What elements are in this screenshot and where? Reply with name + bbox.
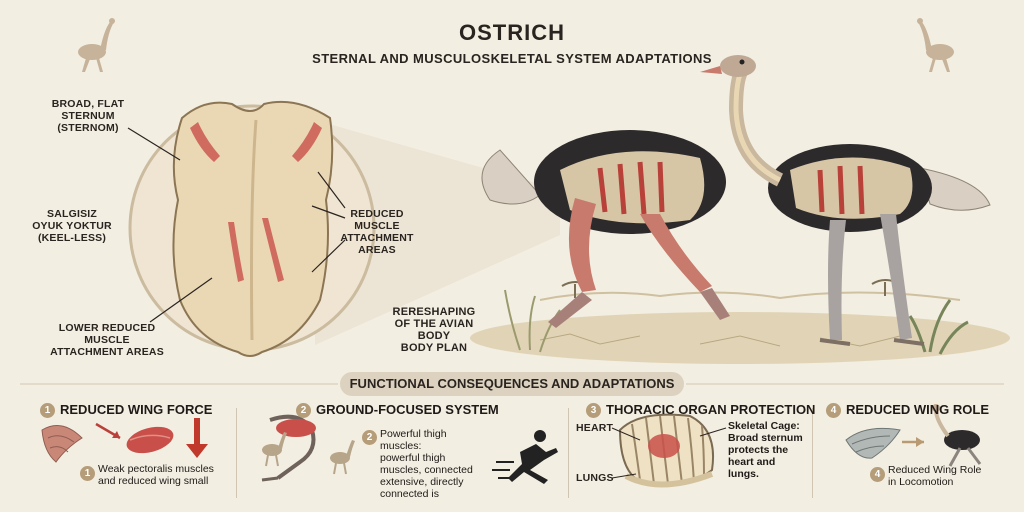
body-plan-line: OF THE AVIAN <box>394 318 474 330</box>
callout-line: SALGISIZ <box>46 208 98 220</box>
muscle-icon <box>126 426 174 454</box>
callout-reduced-muscle-areas: REDUCED MUSCLE ATTACHMENT AREAS <box>340 208 414 256</box>
body-plan-line: BODY <box>417 330 451 342</box>
panel-2-title: 2 GROUND-FOCUSED SYSTEM <box>296 402 499 418</box>
section-header: FUNCTIONAL CONSEQUENCES AND ADAPTATIONS <box>340 372 684 396</box>
desert-ground <box>470 279 1010 364</box>
corner-ostrich-icon-left <box>78 18 115 72</box>
heart-label: HEART <box>576 422 614 434</box>
down-arrow-icon <box>186 418 208 458</box>
callout-keel-less: SALGISIZ OYUK YOKTUR (KEEL-LESS) <box>24 208 120 244</box>
body-plan-label: RERESHAPING OF THE AVIAN BODY BODY PLAN <box>384 306 484 354</box>
panel-divider <box>236 408 237 498</box>
panel-number-badge: 2 <box>296 403 311 418</box>
callout-line: MUSCLE <box>84 334 130 346</box>
wing-icon <box>41 425 83 463</box>
note-line: and reduced wing small <box>98 475 209 487</box>
panel-divider <box>568 408 569 498</box>
note-number-badge: 2 <box>362 430 377 445</box>
note-line: protects the <box>728 444 789 456</box>
panel-1-note: 1 Weak pectoralis muscles and reduced wi… <box>80 463 232 487</box>
note-line: Broad sternum <box>728 432 803 444</box>
panel-3-title: 3 THORACIC ORGAN PROTECTION <box>586 402 815 418</box>
note-line: connected is <box>380 488 439 500</box>
callout-broad-flat-sternum: BROAD, FLAT STERNUM (STERNOM) <box>40 98 136 134</box>
corner-ostrich-icon-right <box>917 18 954 72</box>
small-wing-icon <box>845 427 901 459</box>
note-line: Powerful thigh muscles: <box>380 428 447 452</box>
leg-muscle-icon <box>261 414 316 482</box>
panel-number-badge: 4 <box>826 403 841 418</box>
note-number-badge: 4 <box>870 467 885 482</box>
note-line: Skeletal Cage: <box>728 420 800 432</box>
panel-number-badge: 3 <box>586 403 601 418</box>
note-line: extensive, directly <box>380 476 464 488</box>
panel-title-text: REDUCED WING FORCE <box>60 402 213 417</box>
callout-line: AREAS <box>358 244 396 256</box>
note-line: Reduced Wing Role <box>888 464 982 476</box>
callout-lower-reduced-areas: LOWER REDUCED MUSCLE ATTACHMENT AREAS <box>48 322 166 358</box>
small-ostrich-icon <box>262 432 355 475</box>
panel-1-title: 1 REDUCED WING FORCE <box>40 402 212 418</box>
panel-title-text: THORACIC ORGAN PROTECTION <box>606 402 816 417</box>
note-line: heart and <box>728 456 776 468</box>
note-number-badge: 1 <box>80 466 95 481</box>
running-ostrich-illustration <box>481 130 730 328</box>
callout-line: LOWER REDUCED <box>58 322 156 334</box>
panel-2-note: 2 Powerful thigh muscles: powerful thigh… <box>362 428 490 500</box>
callout-line: (STERNOM) <box>57 122 119 134</box>
panel-3-note: Skeletal Cage: Broad sternum protects th… <box>728 420 810 480</box>
callout-line: BROAD, FLAT <box>51 98 125 110</box>
callout-line: REDUCED <box>350 208 404 220</box>
note-line: powerful thigh <box>380 452 446 464</box>
callout-line: MUSCLE <box>354 220 400 232</box>
panel-divider <box>812 408 813 498</box>
page-subtitle: STERNAL AND MUSCULOSKELETAL SYSTEM ADAPT… <box>312 51 712 66</box>
standing-ostrich-illustration <box>700 55 991 346</box>
panel-title-text: GROUND-FOCUSED SYSTEM <box>316 402 499 417</box>
note-line: in Locomotion <box>888 476 954 488</box>
callout-line: STERNUM <box>61 110 115 122</box>
panel-number-badge: 1 <box>40 403 55 418</box>
note-line: Weak pectoralis muscles <box>98 463 214 475</box>
note-line: lungs. <box>728 468 759 480</box>
sternum-magnifier <box>127 100 376 357</box>
ribcage-icon <box>611 413 727 488</box>
page-title: OSTRICH <box>459 20 565 45</box>
panel-4-note: 4 Reduced Wing Role in Locomotion <box>870 464 1000 488</box>
body-plan-line: RERESHAPING <box>392 306 476 318</box>
panel-4-title: 4 REDUCED WING ROLE <box>826 402 989 418</box>
runner-icon <box>492 430 558 484</box>
note-line: muscles, connected <box>380 464 473 476</box>
panel-title-text: REDUCED WING ROLE <box>846 402 989 417</box>
callout-line: OYUK YOKTUR <box>32 220 112 232</box>
callout-line: ATTACHMENT AREAS <box>50 346 164 358</box>
callout-line: (KEEL-LESS) <box>37 232 107 244</box>
body-plan-line: BODY PLAN <box>400 342 468 354</box>
lungs-label: LUNGS <box>576 472 614 484</box>
ostrich-runner-icon <box>932 404 982 467</box>
callout-line: ATTACHMENT <box>340 232 414 244</box>
